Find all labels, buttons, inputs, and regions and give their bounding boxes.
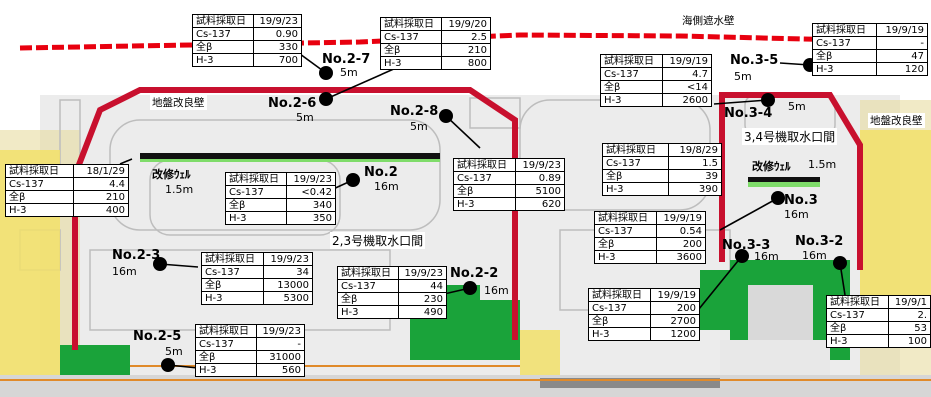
well-depth-no23: 16m xyxy=(112,265,137,278)
ground-improvement-label-right: 地盤改良壁 xyxy=(868,113,925,128)
well-depth-no33: 16m xyxy=(754,250,779,263)
kaishu-well-left-bar xyxy=(140,153,440,159)
kaishu-well-left-depth: 1.5m xyxy=(165,183,194,196)
intake-23-label: 2,3号機取水口間 xyxy=(330,232,426,249)
well-depth-no2: 16m xyxy=(374,180,399,193)
well-depth-no3: 16m xyxy=(784,208,809,221)
kaishu-well-right-label: 改修ｳｪﾙ xyxy=(752,160,791,173)
well-depth-no26: 5m xyxy=(296,111,314,124)
well-dot-no33 xyxy=(735,249,749,263)
well-dot-no3 xyxy=(771,191,785,205)
seawall-label: 海側遮水壁 xyxy=(680,13,737,28)
ground-improvement-label-left: 地盤改良壁 xyxy=(150,95,207,110)
kaishu-well-left-label: 改修ｳｪﾙ xyxy=(152,168,191,181)
kaishu-well-right-depth: 1.5m xyxy=(808,158,837,171)
well-label-no32: No.3-2 xyxy=(795,234,844,249)
well-depth-no27: 5m xyxy=(340,66,358,79)
well-dot-no22 xyxy=(463,281,477,295)
well-dot-no28 xyxy=(439,109,453,123)
well-dot-no25 xyxy=(161,358,175,372)
well-label-no34: No.3-4 xyxy=(724,106,773,121)
well-label-no3: No.3 xyxy=(784,193,818,208)
well-label-no25: No.2-5 xyxy=(133,329,182,344)
well-dot-no34 xyxy=(761,93,775,107)
well-dot-no23 xyxy=(153,257,167,271)
well-dot-no32 xyxy=(833,256,847,270)
well-dot-no27 xyxy=(319,66,333,80)
well-depth-no25: 5m xyxy=(165,345,183,358)
well-depth-no22: 16m xyxy=(484,284,509,297)
intake-34-label: 3,4号機取水口間 xyxy=(742,128,838,145)
well-label-no27: No.2-7 xyxy=(322,52,371,67)
well-label-no33: No.3-3 xyxy=(722,238,771,253)
well-dot-no26 xyxy=(319,92,333,106)
well-label-no35: No.3-5 xyxy=(730,53,779,68)
well-label-no2: No.2 xyxy=(364,165,398,180)
well-depth-no32: 16m xyxy=(802,249,827,262)
well-depth-no35: 5m xyxy=(734,70,752,83)
well-label-no23: No.2-3 xyxy=(112,248,161,263)
well-label-no28: No.2-8 xyxy=(390,104,439,119)
kaishu-well-right-bar xyxy=(748,177,820,182)
well-label-no22: No.2-2 xyxy=(450,266,499,281)
well-label-no26: No.2-6 xyxy=(268,96,317,111)
well-dot-no2 xyxy=(346,173,360,187)
well-depth-no34: 5m xyxy=(788,100,806,113)
right-improvement-wall xyxy=(719,92,863,270)
well-depth-no28: 5m xyxy=(410,120,428,133)
